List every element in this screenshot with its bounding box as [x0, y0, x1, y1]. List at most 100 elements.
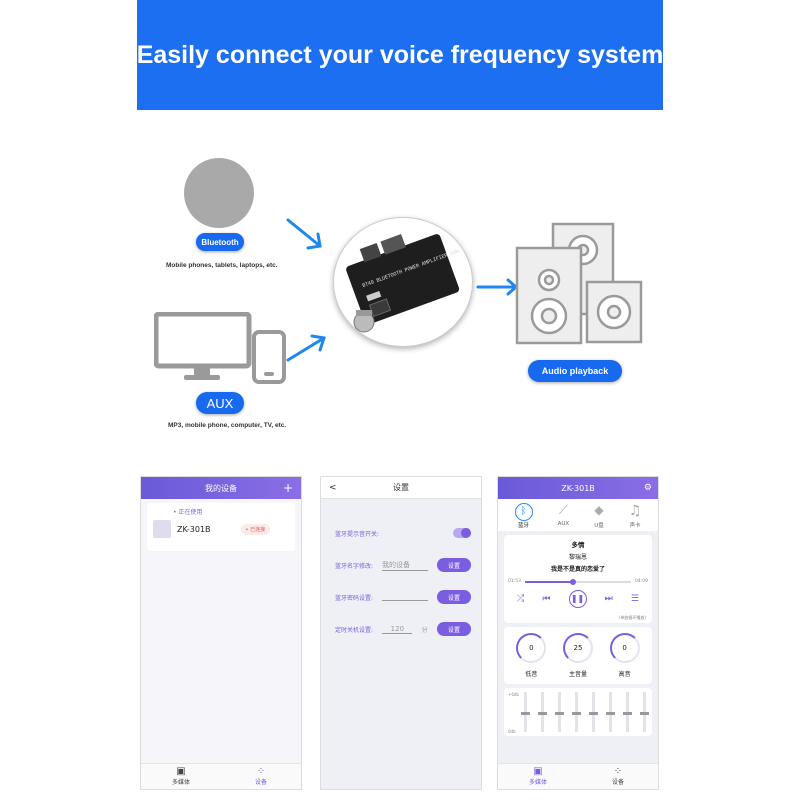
- progress-fill: [524, 580, 573, 583]
- gear-icon[interactable]: ⚙: [643, 483, 652, 493]
- eq-thumb[interactable]: [623, 712, 632, 715]
- password-input[interactable]: [382, 593, 429, 601]
- audio-playback-label: Audio playback: [528, 360, 622, 382]
- phone1-tabbar: ▣ 多媒体 ⁘设备: [141, 763, 301, 789]
- eq-slider[interactable]: [606, 692, 615, 732]
- eq-thumb[interactable]: [640, 712, 649, 715]
- eq-thumb[interactable]: [606, 712, 615, 715]
- eq-slider[interactable]: [538, 692, 547, 732]
- eq-slider[interactable]: [555, 692, 564, 732]
- tab-devices[interactable]: ⁘设备: [578, 764, 658, 789]
- bluetooth-device-image: [184, 158, 254, 228]
- section-label: • 正在使用: [173, 509, 203, 516]
- play-square-icon: ▣: [176, 766, 186, 777]
- progress-row: 01:53 04:09: [508, 578, 648, 585]
- lyric-line: 我是不是真的恋爱了: [550, 566, 605, 573]
- tone-toggle[interactable]: [453, 528, 471, 538]
- name-input[interactable]: 我的设备: [382, 560, 429, 571]
- phone3-header: ZK-301B ⚙: [498, 477, 658, 499]
- volume-knob[interactable]: 25: [562, 633, 593, 663]
- tab-multimedia[interactable]: ▣多媒体: [498, 764, 578, 789]
- set-password-button[interactable]: 设置: [437, 590, 471, 604]
- player-card: 多情 黎瑞恩 我是不是真的恋爱了 01:53 04:09 ⤮ ⏮ ❚❚ ⏭ ☰ …: [504, 535, 652, 623]
- settings-list: 蓝牙提示音开关: 蓝牙名字修改: 我的设备 设置 蓝牙密码设置: 设置 定时关机…: [321, 499, 481, 645]
- bass-knob-group: 0 低音: [516, 633, 547, 678]
- progress-thumb[interactable]: [569, 578, 576, 585]
- setting-label: 定时关机设置:: [335, 626, 374, 634]
- tab-label: 设备: [611, 779, 624, 786]
- source-soundcard[interactable]: ♫ 声卡: [629, 503, 642, 529]
- knob-label: 低音: [525, 671, 538, 678]
- eq-thumb[interactable]: [589, 712, 598, 715]
- header-banner: Easily connect your voice frequency syst…: [137, 0, 663, 110]
- set-name-button[interactable]: 设置: [437, 558, 471, 572]
- progress-slider[interactable]: [524, 578, 632, 585]
- source-bluetooth[interactable]: ᛒ 蓝牙: [514, 503, 533, 529]
- eq-thumb[interactable]: [521, 712, 530, 715]
- phone-screen-devices: 我的设备 + • 正在使用 ZK-301B • 已连接 ▣ 多媒体 ⁘设备: [140, 476, 302, 790]
- eq-bottom-label: 0db: [508, 729, 516, 734]
- back-icon[interactable]: <: [329, 482, 337, 493]
- tab-devices[interactable]: ⁘设备: [221, 764, 301, 789]
- setting-row-name: 蓝牙名字修改: 我的设备 设置: [335, 549, 471, 581]
- eq-slider[interactable]: [623, 692, 632, 732]
- phone2-header: < 设置: [321, 477, 481, 499]
- add-icon[interactable]: +: [282, 481, 293, 495]
- setting-label: 蓝牙名字修改:: [335, 562, 374, 570]
- volume-knob-group: 25 主音量: [562, 633, 593, 678]
- source-usb[interactable]: ◆ U盘: [594, 503, 604, 529]
- eq-slider[interactable]: [640, 692, 649, 732]
- bass-knob[interactable]: 0: [516, 633, 547, 663]
- bluetooth-caption: Mobile phones, tablets, laptops, etc.: [166, 262, 278, 269]
- eq-thumb[interactable]: [538, 712, 547, 715]
- timer-unit: 分: [421, 626, 428, 634]
- phone3-tabbar: ▣多媒体 ⁘设备: [498, 763, 658, 789]
- bluetooth-label: Bluetooth: [196, 233, 244, 251]
- device-name: ZK-301B: [177, 524, 211, 534]
- source-aux[interactable]: ⟋AUX: [558, 503, 570, 529]
- arrow-icons: [286, 218, 519, 362]
- device-card[interactable]: • 正在使用 ZK-301B • 已连接: [147, 503, 295, 551]
- set-timer-button[interactable]: 设置: [436, 622, 471, 636]
- tab-multimedia[interactable]: ▣ 多媒体: [141, 764, 221, 789]
- artist-name: 黎瑞恩: [568, 554, 587, 561]
- phone-screen-settings: < 设置 蓝牙提示音开关: 蓝牙名字修改: 我的设备 设置 蓝牙密码设置: 设置…: [320, 476, 482, 790]
- tab-label: 多媒体: [171, 779, 190, 786]
- aux-label: AUX: [196, 392, 244, 414]
- source-label: 蓝牙: [518, 523, 530, 529]
- knob-label: 主音量: [568, 671, 587, 678]
- eq-slider[interactable]: [589, 692, 598, 732]
- phone1-header: 我的设备 +: [141, 477, 301, 499]
- timer-input[interactable]: 120: [382, 625, 413, 634]
- bluetooth-icon: ᛒ: [514, 503, 533, 521]
- setting-label: 蓝牙密码设置:: [335, 594, 374, 602]
- source-label: AUX: [557, 521, 570, 527]
- phone1-title: 我的设备: [205, 483, 237, 493]
- music-note-icon: ♫: [628, 503, 642, 519]
- playlist-icon[interactable]: ☰: [630, 594, 639, 604]
- eq-slider[interactable]: [572, 692, 581, 732]
- tab-label: 设备: [254, 779, 267, 786]
- pause-button[interactable]: ❚❚: [568, 590, 587, 608]
- source-label: U盘: [594, 523, 604, 529]
- aux-caption: MP3, mobile phone, computer, TV, etc.: [168, 422, 287, 429]
- eq-thumb[interactable]: [555, 712, 564, 715]
- shuffle-icon[interactable]: ⤮: [517, 594, 525, 604]
- equalizer: +6db 0db: [504, 688, 652, 736]
- previous-icon[interactable]: ⏮: [542, 594, 551, 604]
- next-icon[interactable]: ⏭: [604, 594, 613, 604]
- setting-row-timer: 定时关机设置: 120 分 设置: [335, 613, 471, 645]
- usb-icon: ◆: [594, 503, 604, 517]
- knob-label: 高音: [618, 671, 631, 678]
- time-total: 04:09: [635, 579, 648, 584]
- eq-thumb[interactable]: [572, 712, 581, 715]
- song-title: 多情: [571, 541, 585, 549]
- play-mode-label: (单曲循环播放): [618, 615, 646, 620]
- eq-slider[interactable]: [521, 692, 530, 732]
- playback-controls: ⤮ ⏮ ❚❚ ⏭ ☰: [508, 590, 648, 608]
- amplifier-board-photo: BT40 BLUETOOTH POWER AMPLIFIER 50W: [333, 217, 473, 347]
- treble-knob[interactable]: 0: [609, 633, 640, 663]
- treble-knob-group: 0 高音: [609, 633, 640, 678]
- phone2-title: 设置: [393, 483, 409, 492]
- source-label: 声卡: [629, 523, 641, 529]
